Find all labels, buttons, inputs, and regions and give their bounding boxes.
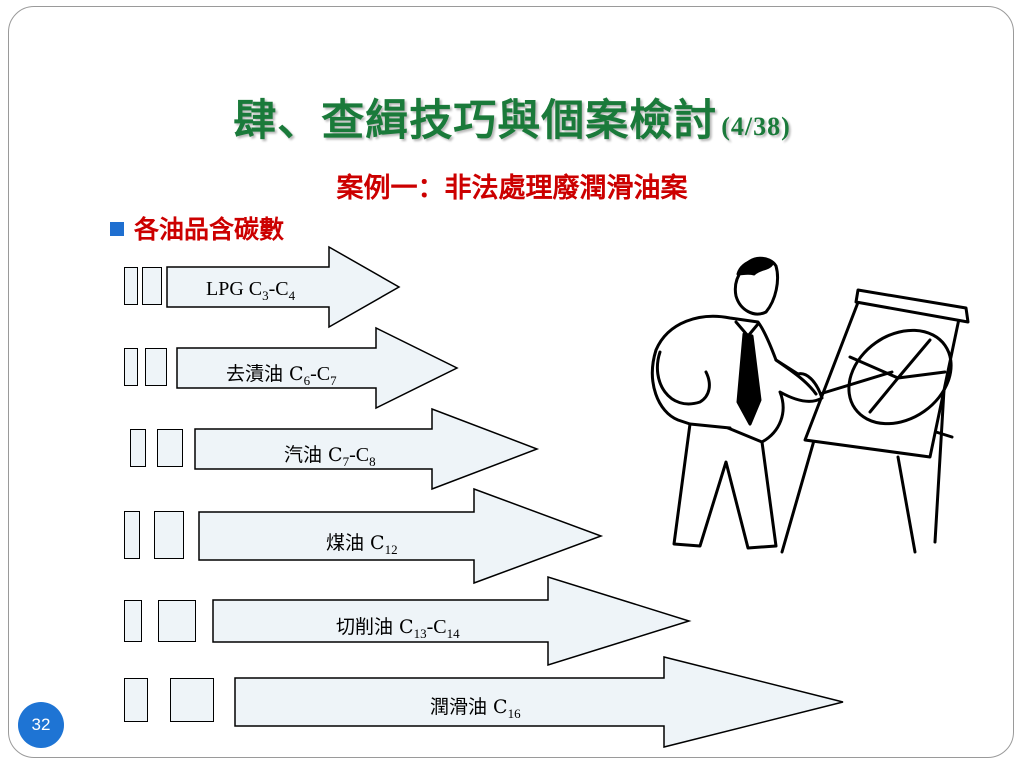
row-box (154, 511, 184, 559)
arrow-label-naphtha: 去漬油 C6-C7 (226, 363, 337, 388)
row-box (124, 511, 140, 559)
arrow-label-lubricant: 潤滑油 C16 (430, 696, 521, 721)
arrow-shape (212, 575, 692, 667)
subtitle: 案例一：非法處理廢潤滑油案 (336, 173, 688, 204)
arrow-label-cutting-oil: 切削油 C13-C14 (336, 616, 460, 641)
row-box (130, 429, 146, 467)
bullet-text: 各油品含碳數 (134, 215, 285, 244)
row-box (124, 267, 138, 305)
row-box (124, 600, 142, 642)
arrow-label-kerosene: 煤油 C12 (326, 532, 398, 557)
presenter-with-flipchart-icon (651, 256, 970, 554)
arrow-label-lpg: LPG C3-C4 (206, 278, 296, 303)
arrow-shape (234, 656, 844, 748)
arrow-shape (176, 326, 459, 410)
arrow-shape (166, 245, 401, 329)
title-page-ref: (4/38) (721, 112, 791, 141)
arrow-label-gasoline: 汽油 C7-C8 (284, 444, 376, 469)
square-bullet-icon (110, 222, 124, 236)
slide-frame (8, 6, 1014, 758)
arrow-shape (198, 487, 604, 585)
row-box (124, 348, 138, 386)
row-box (124, 678, 148, 722)
row-box (142, 267, 162, 305)
row-box (158, 600, 196, 642)
arrow-shape (194, 407, 540, 491)
page-number-badge: 32 (18, 702, 64, 748)
title-text: 肆、查緝技巧與個案檢討 (233, 96, 718, 146)
row-box (170, 678, 214, 722)
bullet-item: 各油品含碳數 (110, 210, 284, 246)
row-box (145, 348, 167, 386)
page-title: 肆、查緝技巧與個案檢討(4/38) (0, 86, 1024, 148)
row-box (157, 429, 183, 467)
